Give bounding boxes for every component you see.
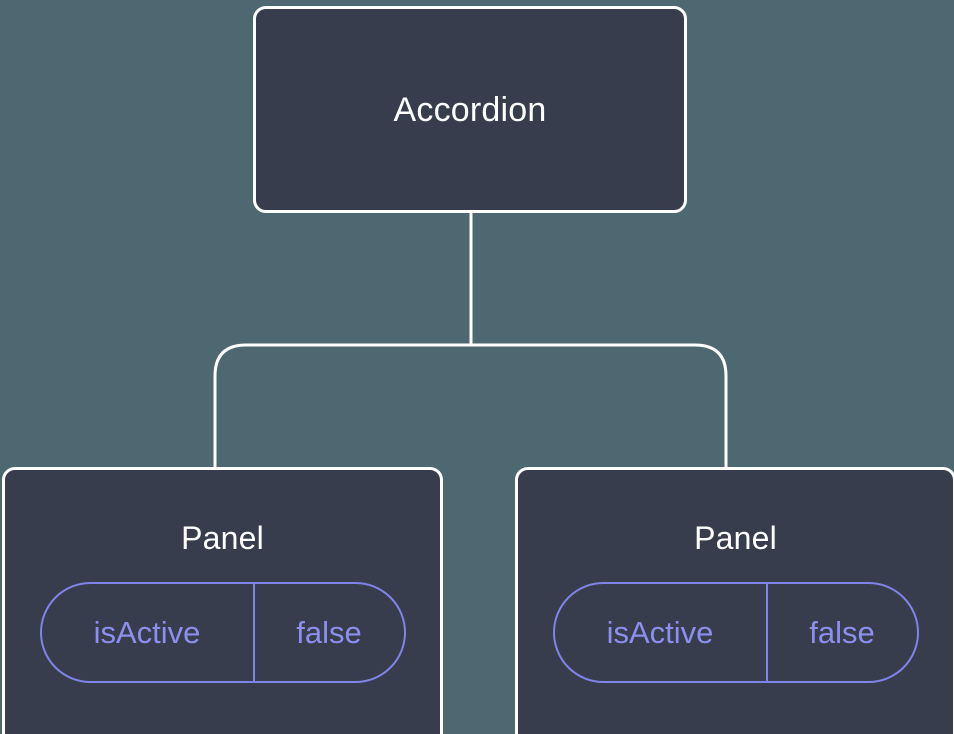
edge-branch-to-right-panel: [213, 343, 471, 470]
node-panel-1-prop-badge[interactable]: isActive false: [39, 582, 406, 683]
node-panel-2-label: Panel: [694, 520, 777, 556]
node-panel-2-prop-key: isActive: [555, 584, 768, 681]
node-panel-1-prop-key: isActive: [42, 584, 255, 681]
edge-branch-to-left-panel: [471, 343, 728, 470]
node-panel-2-prop-value: false: [809, 615, 875, 650]
node-panel-1-label: Panel: [181, 520, 264, 556]
node-panel-1-prop-value: false: [296, 615, 362, 650]
node-accordion[interactable]: Accordion: [253, 6, 687, 213]
node-accordion-label: Accordion: [393, 90, 547, 129]
node-panel-2[interactable]: Panel isActive false: [515, 467, 954, 734]
node-panel-2-prop-badge[interactable]: isActive false: [552, 582, 919, 683]
node-panel-1[interactable]: Panel isActive false: [2, 467, 443, 734]
